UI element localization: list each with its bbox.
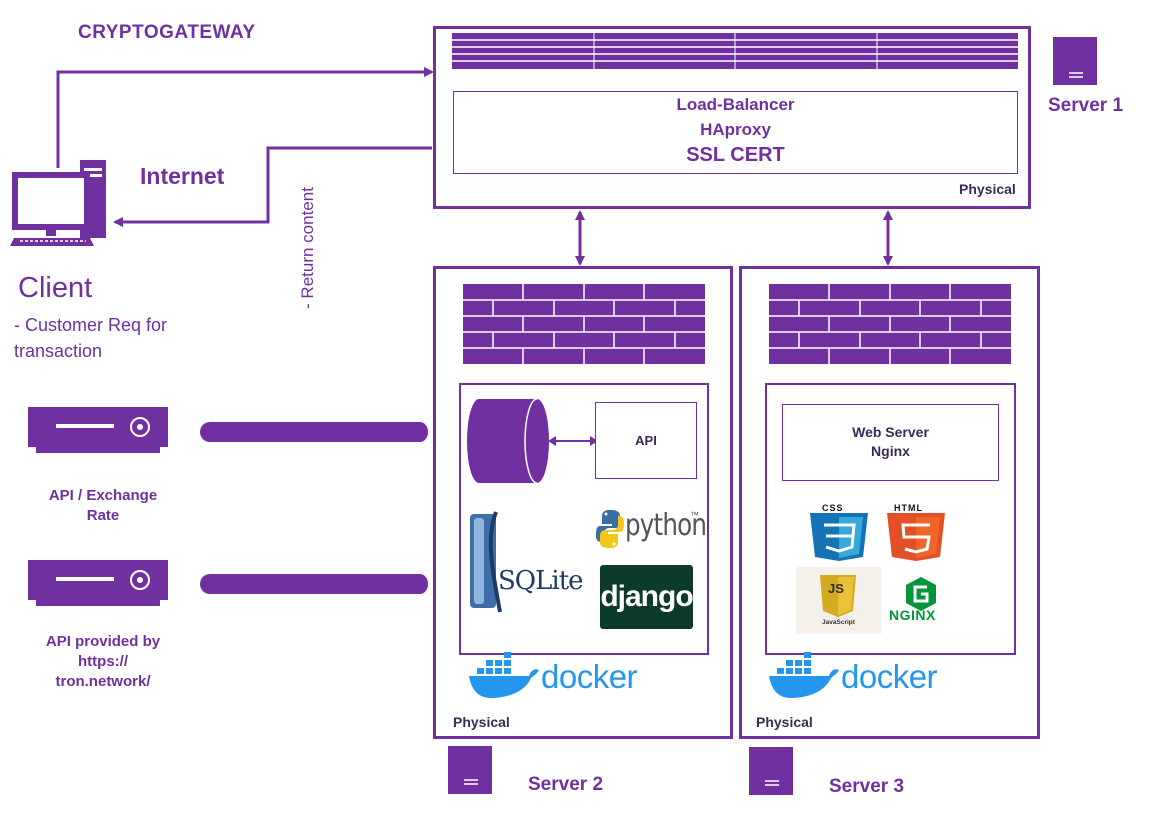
api-pipe-1 <box>200 422 428 442</box>
client-description-line2: transaction <box>14 341 103 361</box>
server1-icon <box>1053 37 1097 85</box>
api-tron-label: API provided by https:// tron.network/ <box>18 632 188 692</box>
server3-physical-label: Physical <box>756 714 813 730</box>
api-tron-line2: https:// <box>78 653 128 670</box>
js-sub-text: JavaScript <box>822 619 855 626</box>
server1-label: Server 1 <box>1048 95 1124 116</box>
python-logo-icon <box>596 510 624 548</box>
return-arrow <box>113 146 432 227</box>
client-description: - Customer Req for transaction <box>14 312 167 364</box>
js-text: JS <box>828 581 844 596</box>
diagram-title: CRYPTOGATEWAY <box>78 22 256 43</box>
js-shield-icon <box>820 575 856 617</box>
web-server-box: Web Server Nginx <box>782 404 999 481</box>
desktop-computer-icon <box>10 160 106 246</box>
api-exchange-line1: API / Exchange <box>48 487 158 504</box>
sqlite-logo-icon <box>470 511 502 613</box>
nginx-text: NGINX <box>889 607 936 623</box>
web-server-line1: Web Server <box>852 424 929 440</box>
request-arrow <box>56 67 434 168</box>
docker-text-server3: docker <box>841 658 938 695</box>
html5-logo-icon <box>887 513 945 561</box>
api-box-label: API <box>635 433 657 448</box>
api-tron-device-icon <box>28 560 168 606</box>
python-tm: ™ <box>690 510 699 520</box>
db-api-arrow <box>548 436 598 446</box>
server1-physical-label: Physical <box>959 181 1016 197</box>
css3-text: CSS <box>822 503 844 513</box>
docker-text-server2: docker <box>541 658 638 695</box>
api-exchange-label: API / Exchange Rate <box>18 486 188 526</box>
server3-icon <box>749 747 793 795</box>
database-icon <box>467 398 549 484</box>
sqlite-text: SQLite <box>498 566 584 596</box>
api-pipe-2 <box>200 574 428 594</box>
css3-logo-icon <box>810 513 868 561</box>
server1-firewall-bricks <box>452 33 1018 69</box>
nginx-logo-icon <box>906 577 936 611</box>
docker-whale-icon <box>469 652 539 698</box>
django-text: django <box>600 580 693 613</box>
lb-line2: HAproxy <box>700 120 771 139</box>
return-content-label: - Return content <box>298 187 317 309</box>
html5-text: HTML <box>894 503 923 513</box>
api-box: API <box>595 402 697 479</box>
web-server-line2: Nginx <box>871 443 910 459</box>
server2-icon <box>448 746 492 794</box>
server2-physical-label: Physical <box>453 714 510 730</box>
django-logo-icon: django <box>600 565 694 629</box>
api-tron-line1: API provided by <box>45 633 161 650</box>
server2-label: Server 2 <box>528 774 604 795</box>
python-text: python <box>625 508 707 543</box>
server2-firewall-bricks <box>463 284 705 364</box>
client-description-line1: - Customer Req for <box>14 315 168 335</box>
api-tron-line3: tron.network/ <box>55 673 151 690</box>
api-exchange-line2: Rate <box>86 507 120 524</box>
client-label: Client <box>18 272 93 304</box>
server3-firewall-bricks <box>769 284 1011 364</box>
lb-line1: Load-Balancer <box>676 95 795 114</box>
lb-line3: SSL CERT <box>686 144 785 166</box>
api-exchange-device-icon <box>28 407 168 453</box>
internet-label: Internet <box>140 163 225 189</box>
javascript-logo-icon: JS JavaScript <box>796 567 881 634</box>
docker-whale-icon-server3 <box>769 652 839 698</box>
server3-label: Server 3 <box>829 776 905 797</box>
load-balancer-box: Load-Balancer HAproxy SSL CERT <box>453 91 1018 174</box>
